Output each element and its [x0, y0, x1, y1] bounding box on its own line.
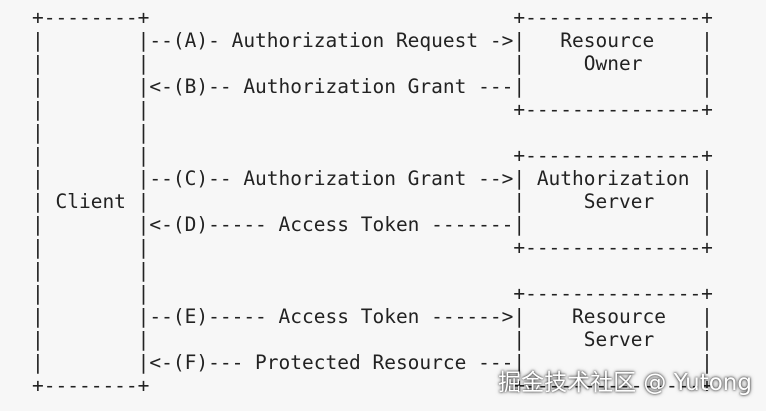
diagram-line: | |--(A)- Authorization Request ->| Reso…	[32, 29, 713, 52]
diagram-line: | | +---------------+	[32, 98, 713, 121]
diagram-line: | | +---------------+	[32, 282, 713, 305]
diagram-line: | |--(E)----- Access Token ------>| Reso…	[32, 305, 713, 328]
diagram-line: +--------+ +---------------+	[32, 6, 713, 29]
diagram-line: | |<-(D)----- Access Token -------| |	[32, 213, 713, 236]
diagram-line: | |<-(F)--- Protected Resource ---| |	[32, 351, 713, 374]
diagram-line: | |	[32, 259, 150, 282]
diagram-line: | |<-(B)-- Authorization Grant ---| |	[32, 75, 713, 98]
watermark-text: 掘金技术社区 @ Yutong	[498, 370, 752, 396]
diagram-line: | | | Server |	[32, 328, 713, 351]
diagram-line: +--------+ +---------------+	[32, 374, 713, 397]
diagram-line: | |--(C)-- Authorization Grant -->| Auth…	[32, 167, 713, 190]
diagram-line: | | +---------------+	[32, 236, 713, 259]
diagram-line: | | | Owner |	[32, 52, 713, 75]
diagram-line: | | +---------------+	[32, 144, 713, 167]
diagram-line: | |	[32, 121, 150, 144]
diagram-line: | Client | | Server |	[32, 190, 713, 213]
